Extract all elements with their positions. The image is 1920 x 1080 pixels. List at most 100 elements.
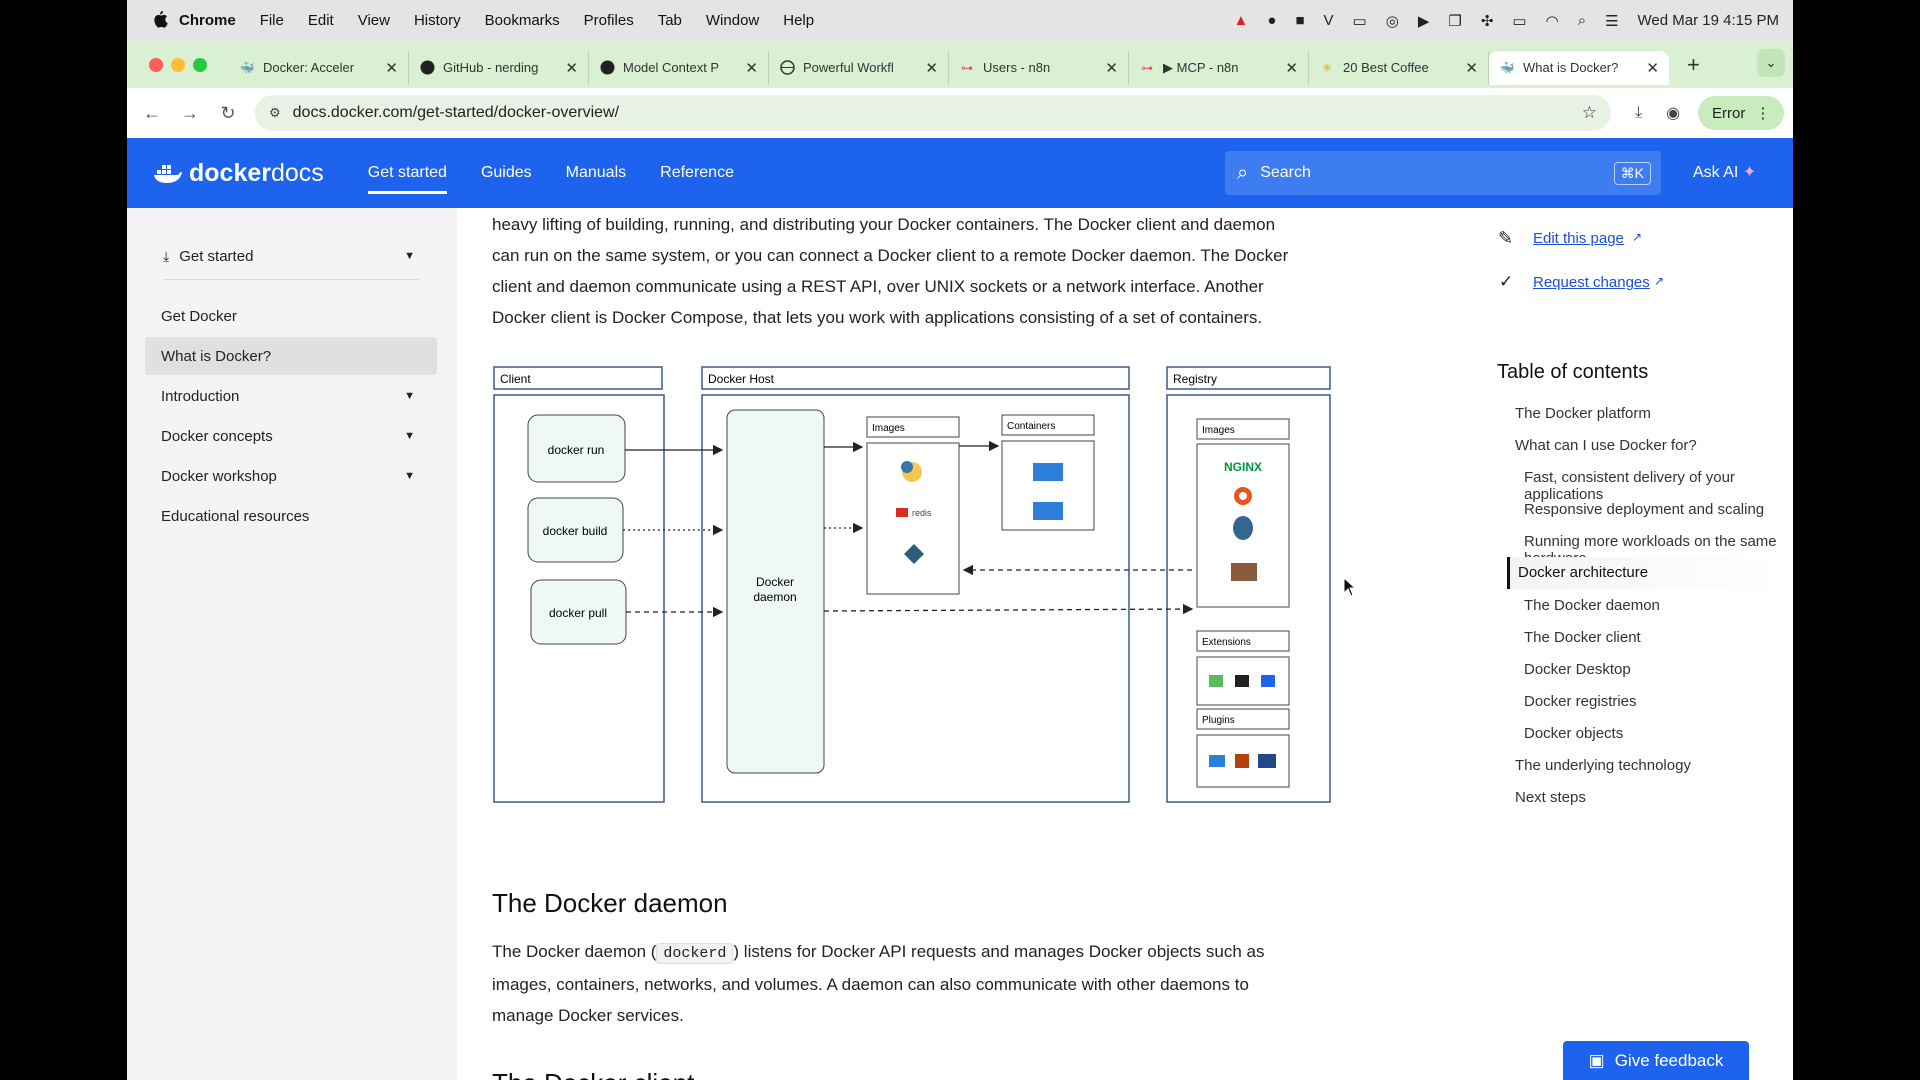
docker-docs-logo[interactable]: dockerdocs	[153, 159, 324, 188]
close-icon[interactable]: ✕	[1105, 59, 1118, 77]
site-settings-icon[interactable]: ⚙	[269, 105, 281, 120]
menu-bookmarks[interactable]: Bookmarks	[484, 12, 560, 29]
window-icon[interactable]: ❐	[1448, 12, 1462, 30]
client-heading: The Docker client	[492, 1068, 694, 1080]
logo-docker-text: docker	[189, 158, 271, 187]
download-icon[interactable]: ⤓	[1635, 104, 1643, 121]
brain-icon[interactable]: ✣	[1480, 12, 1494, 30]
play-icon[interactable]: ▶	[1417, 12, 1430, 30]
menu-profiles[interactable]: Profiles	[583, 12, 634, 29]
nav-manuals[interactable]: Manuals	[565, 164, 627, 181]
back-icon[interactable]: ←	[143, 102, 161, 123]
tab-github-nerding[interactable]: GitHub - nerding ✕	[409, 50, 589, 85]
tab-title: ▶ MCP - n8n	[1163, 59, 1239, 75]
sun-icon: ✳	[1321, 60, 1333, 75]
menu-file[interactable]: File	[259, 12, 284, 29]
menu-edit[interactable]: Edit	[307, 12, 334, 29]
sidebar-item-docker-concepts[interactable]: Docker concepts ▼	[145, 417, 437, 455]
toc-item-docker-architecture[interactable]: Docker architecture	[1507, 557, 1777, 589]
ask-ai-button[interactable]: Ask AI ✦	[1693, 162, 1756, 182]
tab-best-coffee[interactable]: ✳ 20 Best Coffee ✕	[1309, 50, 1489, 85]
toc-item-docker-desktop[interactable]: Docker Desktop	[1524, 661, 1631, 678]
address-bar[interactable]: ⚙ docs.docker.com/get-started/docker-ove…	[255, 95, 1611, 131]
minimize-window-button[interactable]	[171, 57, 185, 72]
close-icon[interactable]: ✕	[1646, 59, 1659, 77]
close-icon[interactable]: ✕	[565, 59, 578, 77]
close-icon[interactable]: ✕	[925, 59, 938, 77]
toc-item-underlying-technology[interactable]: The underlying technology	[1515, 757, 1691, 774]
nav-guides[interactable]: Guides	[480, 164, 532, 181]
toc-item-docker-daemon[interactable]: The Docker daemon	[1524, 597, 1660, 614]
alpine-icon	[904, 544, 924, 564]
apple-icon[interactable]	[149, 10, 171, 32]
profile-icon[interactable]: ◉	[1666, 105, 1681, 122]
tab-what-is-docker[interactable]: 🐳 What is Docker? ✕	[1489, 50, 1669, 85]
close-icon[interactable]: ✕	[745, 59, 758, 77]
reload-icon[interactable]: ↻	[220, 102, 236, 123]
tab-search-button[interactable]: ⌄	[1757, 49, 1785, 77]
tab-title: 20 Best Coffee	[1343, 60, 1429, 75]
menu-window[interactable]: Window	[705, 12, 760, 29]
edit-this-page-link[interactable]: Edit this page	[1533, 230, 1624, 247]
toc-item-docker-client[interactable]: The Docker client	[1524, 629, 1641, 646]
daemon-paragraph: The Docker daemon (dockerd) listens for …	[492, 936, 1332, 1031]
forward-icon[interactable]: →	[181, 102, 199, 123]
give-feedback-button[interactable]: ▣ Give feedback	[1563, 1041, 1749, 1080]
postgres-icon	[1233, 516, 1253, 540]
close-window-button[interactable]	[149, 57, 163, 72]
menu-view[interactable]: View	[357, 12, 390, 29]
sidebar-item-docker-workshop[interactable]: Docker workshop ▼	[145, 457, 437, 495]
main-content: heavy lifting of building, running, and …	[457, 208, 1497, 1080]
chevron-down-icon[interactable]: ▼	[404, 390, 415, 402]
spotlight-search-icon[interactable]: ⌕	[1577, 12, 1587, 29]
toc-item-fast-delivery[interactable]: Fast, consistent delivery of your applic…	[1524, 469, 1735, 503]
zoom-window-button[interactable]	[193, 57, 207, 72]
docs-header: dockerdocs Get started Guides Manuals Re…	[127, 138, 1793, 208]
url-text[interactable]: docs.docker.com/get-started/docker-overv…	[292, 104, 620, 121]
tab-docker-accelerate[interactable]: 🐳 Docker: Acceler ✕	[229, 50, 409, 85]
nav-reference[interactable]: Reference	[660, 164, 734, 181]
toc-item-responsive-deployment[interactable]: Responsive deployment and scaling	[1524, 501, 1765, 518]
new-tab-button[interactable]: +	[1687, 51, 1700, 77]
tab-users-n8n[interactable]: ⊶ Users - n8n ✕	[949, 50, 1129, 85]
display-icon[interactable]: ▭	[1352, 12, 1367, 30]
nav-get-started[interactable]: Get started	[367, 138, 448, 208]
bookmark-star-icon[interactable]: ☆	[1581, 103, 1597, 122]
grammarly-icon[interactable]: ●	[1267, 12, 1277, 29]
airdrop-icon[interactable]: ◎	[1385, 12, 1399, 30]
menu-tab[interactable]: Tab	[657, 12, 682, 29]
sidebar-item-what-is-docker[interactable]: What is Docker?	[145, 337, 437, 375]
close-icon[interactable]: ✕	[385, 59, 398, 77]
sidebar-item-introduction[interactable]: Introduction ▼	[145, 377, 437, 415]
battery-icon[interactable]: ▭	[1512, 12, 1527, 30]
daemon-line-3: manage Docker services.	[492, 1006, 684, 1025]
close-icon[interactable]: ✕	[1285, 59, 1298, 77]
toc-item-what-can-i-use[interactable]: What can I use Docker for?	[1515, 437, 1697, 454]
sidebar-section-get-started[interactable]: ⤓ Get started ▼	[145, 237, 437, 275]
tab-model-context[interactable]: Model Context P ✕	[589, 50, 769, 85]
nginx-logo: NGINX	[1224, 460, 1262, 474]
chevron-down-icon[interactable]: ▼	[404, 430, 415, 442]
toc-item-docker-platform[interactable]: The Docker platform	[1515, 405, 1651, 422]
docs-search-box[interactable]: ⌕ Search ⌘K	[1225, 151, 1661, 195]
close-icon[interactable]: ✕	[1465, 59, 1478, 77]
vectorize-icon[interactable]: V	[1323, 12, 1334, 29]
sidebar-item-get-docker[interactable]: Get Docker	[145, 297, 437, 335]
tab-powerful-workflow[interactable]: Powerful Workfl ✕	[769, 50, 949, 85]
toc-item-next-steps[interactable]: Next steps	[1515, 789, 1586, 806]
sidebar-item-educational-resources[interactable]: Educational resources	[145, 497, 437, 535]
error-button[interactable]: Error ⋮	[1698, 96, 1785, 130]
menu-clock[interactable]: Wed Mar 19 4:15 PM	[1637, 12, 1779, 29]
control-center-icon[interactable]: ☰	[1605, 12, 1619, 30]
chevron-down-icon[interactable]: ▼	[404, 470, 415, 482]
chart-app-icon[interactable]: ▲	[1233, 12, 1249, 29]
request-changes-link[interactable]: Request changes	[1533, 274, 1650, 291]
menu-app-name[interactable]: Chrome	[179, 12, 236, 29]
toc-item-docker-registries[interactable]: Docker registries	[1524, 693, 1637, 710]
menu-history[interactable]: History	[413, 12, 461, 29]
tab-mcp-n8n[interactable]: ⊶ ▶ MCP - n8n ✕	[1129, 50, 1309, 85]
menu-help[interactable]: Help	[783, 12, 815, 29]
toc-item-docker-objects[interactable]: Docker objects	[1524, 725, 1624, 742]
remote-app-icon[interactable]: ■	[1295, 12, 1305, 29]
wifi-icon[interactable]: ◠	[1545, 12, 1559, 30]
